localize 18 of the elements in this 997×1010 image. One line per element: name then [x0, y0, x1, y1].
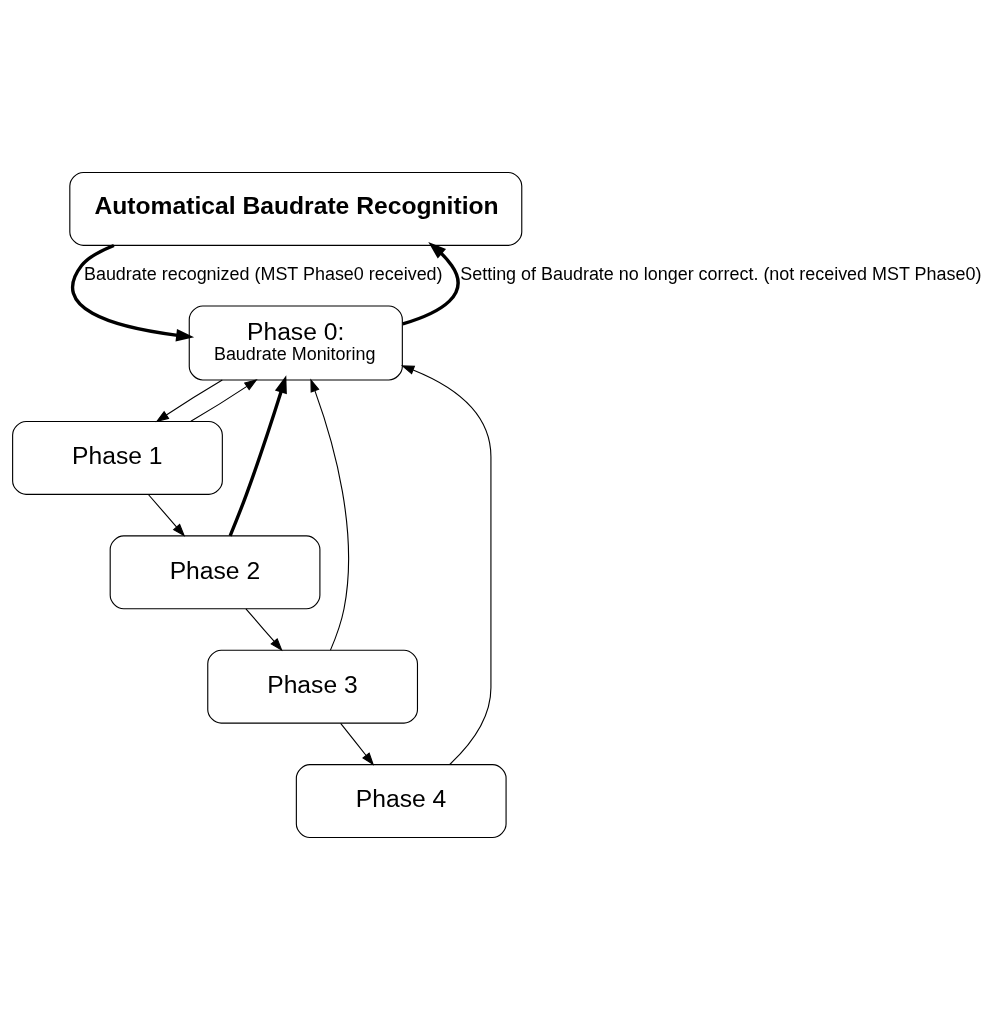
arrow — [340, 722, 375, 766]
edge-label: Setting of Baudrate no longer correct. (not received MST Phase0) — [460, 263, 982, 284]
node-box: Automatical Baudrate Recognition — [69, 171, 523, 246]
node-box: Phase 1 — [12, 420, 223, 495]
arrow — [402, 242, 460, 326]
node-box: Phase 3 — [207, 649, 419, 724]
arrow — [400, 365, 492, 765]
arrow — [155, 379, 223, 423]
arrow — [310, 378, 350, 651]
arrow — [71, 243, 195, 342]
arrow — [190, 379, 258, 422]
node-box: Phase 2 — [109, 535, 321, 610]
edge-label: Baudrate recognized (MST Phase0 received) — [83, 263, 443, 284]
node-box: Phase 4 — [295, 764, 507, 839]
arrow — [228, 375, 287, 537]
arrow — [147, 493, 186, 537]
node-box: Phase 0: Baudrate Monitoring — [188, 305, 403, 381]
arrow — [245, 608, 283, 652]
